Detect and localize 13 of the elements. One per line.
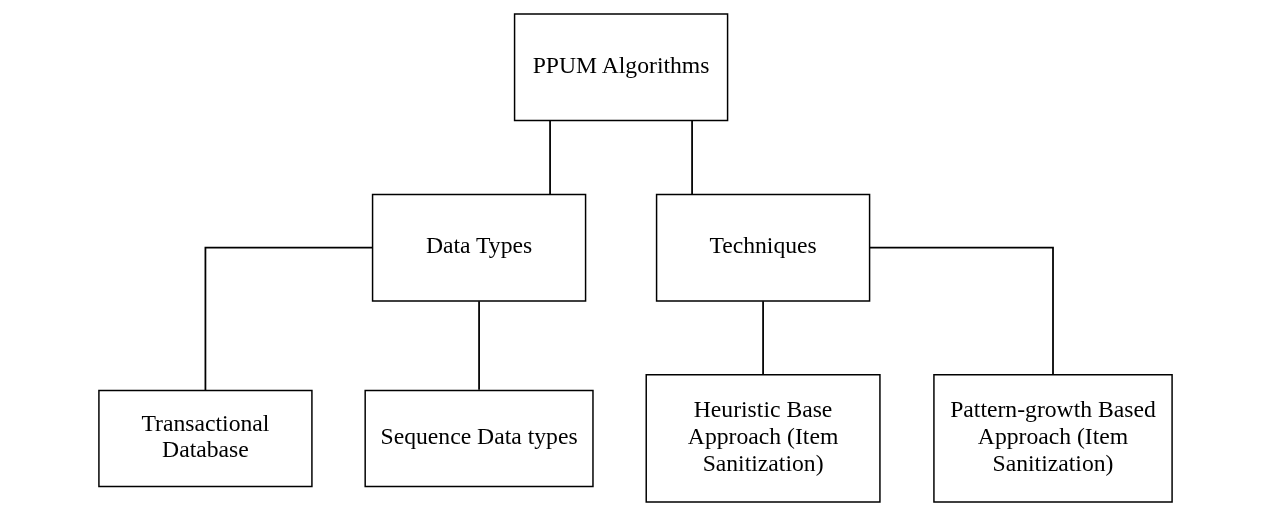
connector (868, 246, 1054, 376)
connector (761, 300, 764, 376)
node-box: Techniques (655, 193, 870, 302)
node-box: Pattern-growth Based Approach (Item Sanitization) (932, 374, 1173, 503)
node-box: Sequence Data types (363, 389, 594, 488)
connector (548, 119, 551, 195)
node-box: Data Types (371, 193, 586, 302)
connector (204, 246, 373, 392)
connector (690, 119, 693, 195)
connector (477, 300, 480, 391)
node-box: Transactional Database (97, 389, 313, 488)
node-box: Heuristic Base Approach (Item Sanitization) (645, 374, 881, 503)
node-box: PPUM Algorithms (513, 13, 728, 122)
